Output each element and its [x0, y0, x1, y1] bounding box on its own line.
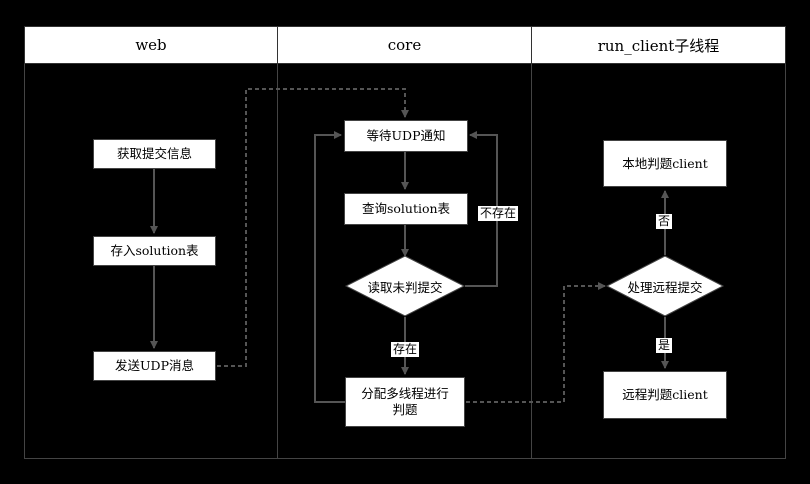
edge-label-no: 否 [656, 214, 673, 229]
arrow-dispatch-loop [314, 131, 345, 403]
node-dispatch: 分配多线程进行判题 [345, 377, 465, 427]
edge-label-exist: 存在 [391, 342, 420, 357]
edge-label-yes: 是 [656, 338, 673, 353]
node-remote-client: 远程判题client [603, 371, 727, 419]
node-get-submission: 获取提交信息 [93, 139, 216, 169]
decision-process-remote-shape [605, 255, 725, 317]
node-wait-udp: 等待UDP通知 [344, 120, 468, 152]
lane-header-web: web [24, 26, 278, 64]
node-read-unjudged: 读取未判提交 [367, 279, 443, 295]
node-local-client: 本地判题client [603, 140, 727, 187]
edge-label-not-exist: 不存在 [478, 206, 519, 221]
node-save-solution: 存入solution表 [93, 236, 216, 266]
decision-read-unjudged-shape [344, 255, 466, 317]
lane-header-core: core [277, 26, 532, 64]
node-send-udp: 发送UDP消息 [93, 351, 216, 381]
node-query-solution: 查询solution表 [344, 193, 468, 225]
node-process-remote: 处理远程提交 [627, 279, 703, 295]
arrow-to-run-client [466, 282, 606, 403]
lane-header-run-client: run_client子线程 [531, 26, 786, 64]
